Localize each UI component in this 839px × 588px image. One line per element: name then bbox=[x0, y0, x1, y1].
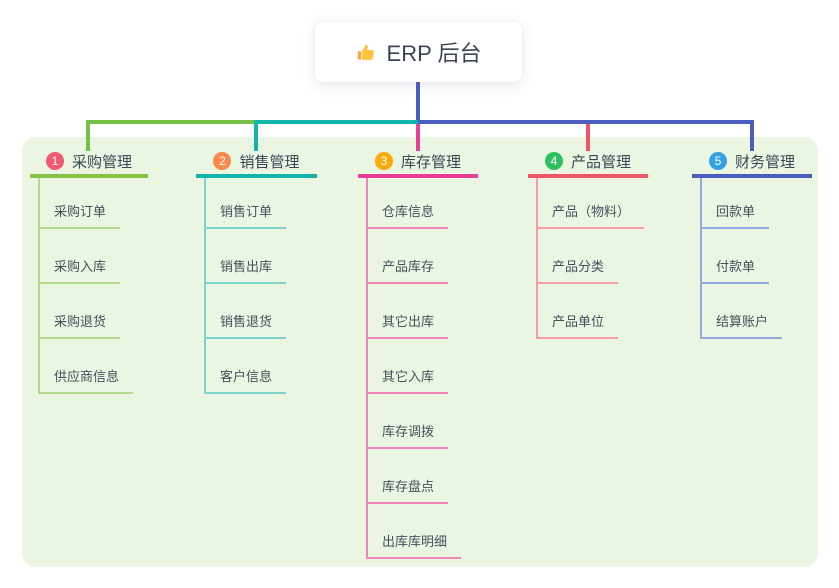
badge-4: 4 bbox=[544, 152, 563, 170]
child-node[interactable]: 其它出库 bbox=[366, 305, 449, 339]
branch-drop-line-2 bbox=[254, 120, 258, 151]
child-node[interactable]: 采购入库 bbox=[38, 250, 121, 284]
badge-5: 5 bbox=[708, 152, 727, 170]
branch-rail-line bbox=[366, 178, 368, 559]
branch-node-purchase[interactable]: 1 采购管理 bbox=[30, 148, 148, 178]
branch-rail-line bbox=[204, 178, 206, 394]
thumbs-up-icon bbox=[356, 42, 377, 63]
child-node[interactable]: 供应商信息 bbox=[38, 360, 134, 394]
branch-label-text: 产品管理 bbox=[570, 153, 631, 171]
branch-drop-line-5 bbox=[750, 120, 754, 151]
child-node[interactable]: 销售出库 bbox=[204, 250, 287, 284]
background-panel bbox=[22, 137, 818, 567]
branch-node-finance[interactable]: 5 财务管理 bbox=[692, 148, 812, 178]
root-node[interactable]: ERP 后台 bbox=[315, 22, 522, 82]
root-connector-line bbox=[416, 82, 420, 122]
child-node[interactable]: 出库库明细 bbox=[366, 525, 462, 559]
branch-node-product[interactable]: 4 产品管理 bbox=[528, 148, 648, 178]
branch-node-sales[interactable]: 2 销售管理 bbox=[196, 148, 317, 178]
branch-rail-line bbox=[700, 178, 702, 339]
child-node[interactable]: 产品库存 bbox=[366, 250, 449, 284]
child-node[interactable]: 其它入库 bbox=[366, 360, 449, 394]
branch-label-text: 库存管理 bbox=[400, 153, 461, 171]
branch-drop-line-4 bbox=[586, 124, 590, 151]
child-node[interactable]: 结算账户 bbox=[700, 305, 783, 339]
branch-rail-line bbox=[38, 178, 40, 394]
child-node[interactable]: 产品（物料） bbox=[536, 195, 645, 229]
child-node[interactable]: 采购订单 bbox=[38, 195, 121, 229]
child-node[interactable]: 客户信息 bbox=[204, 360, 287, 394]
child-node[interactable]: 库存调拨 bbox=[366, 415, 449, 449]
child-node[interactable]: 回款单 bbox=[700, 195, 770, 229]
badge-1: 1 bbox=[45, 152, 64, 170]
branch-label-text: 采购管理 bbox=[71, 153, 132, 171]
branch-drop-line-1 bbox=[86, 120, 90, 151]
child-node[interactable]: 产品单位 bbox=[536, 305, 619, 339]
child-node[interactable]: 产品分类 bbox=[536, 250, 619, 284]
bus-line-green bbox=[86, 120, 256, 124]
child-node[interactable]: 销售订单 bbox=[204, 195, 287, 229]
child-node[interactable]: 销售退货 bbox=[204, 305, 287, 339]
bus-line-teal bbox=[256, 120, 418, 124]
child-node[interactable]: 付款单 bbox=[700, 250, 770, 284]
badge-3: 3 bbox=[374, 152, 393, 170]
root-title: ERP 后台 bbox=[386, 41, 482, 66]
child-node[interactable]: 采购退货 bbox=[38, 305, 121, 339]
badge-2: 2 bbox=[213, 152, 232, 170]
branch-label-text: 销售管理 bbox=[239, 153, 300, 171]
child-node[interactable]: 仓库信息 bbox=[366, 195, 449, 229]
branch-label-text: 财务管理 bbox=[734, 153, 795, 171]
child-node[interactable]: 库存盘点 bbox=[366, 470, 449, 504]
branch-drop-line-3 bbox=[416, 124, 420, 151]
branch-node-inventory[interactable]: 3 库存管理 bbox=[358, 148, 478, 178]
bus-line-indigo bbox=[418, 120, 754, 124]
branch-rail-line bbox=[536, 178, 538, 339]
